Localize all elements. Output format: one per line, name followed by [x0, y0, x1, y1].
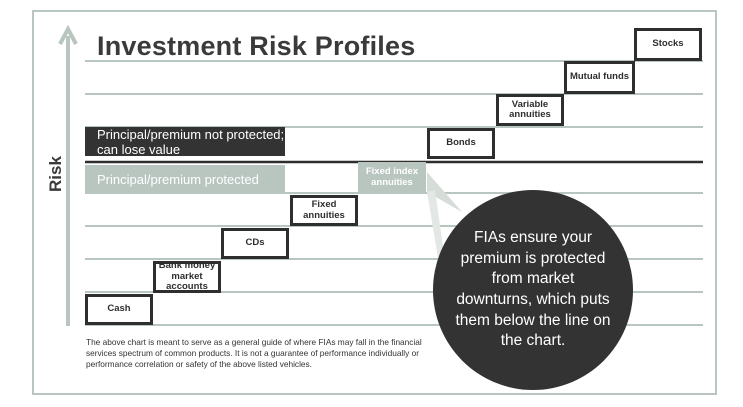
risk-axis-label: Risk	[46, 156, 65, 192]
disclaimer-text: The above chart is meant to serve as a g…	[86, 337, 422, 369]
product-bank-money-market: Bank money market accounts	[153, 261, 221, 293]
product-mutual-funds: Mutual funds	[564, 61, 635, 94]
protected-band: Principal/premium protected	[85, 165, 285, 193]
product-cds: CDs	[221, 228, 289, 259]
callout-circle: FIAs ensure your premium is protected fr…	[433, 190, 633, 390]
product-bonds: Bonds	[427, 128, 495, 159]
chart-title: Investment Risk Profiles	[97, 31, 416, 61]
product-fixed-annuities: Fixed annuities	[290, 195, 358, 226]
product-variable-annuities: Variable annuities	[496, 94, 564, 126]
not-protected-band: Principal/premium not protected; can los…	[85, 127, 285, 157]
risk-axis-arrow-icon	[58, 24, 78, 45]
product-cash: Cash	[85, 294, 153, 325]
product-fixed-index-annuities: Fixed index annuities	[358, 162, 426, 193]
callout-text: FIAs ensure your premium is protected fr…	[455, 229, 611, 350]
callout-pointer-shade	[427, 190, 445, 260]
product-stocks: Stocks	[634, 28, 702, 61]
callout-pointer	[427, 172, 462, 212]
outer-frame	[32, 10, 717, 395]
